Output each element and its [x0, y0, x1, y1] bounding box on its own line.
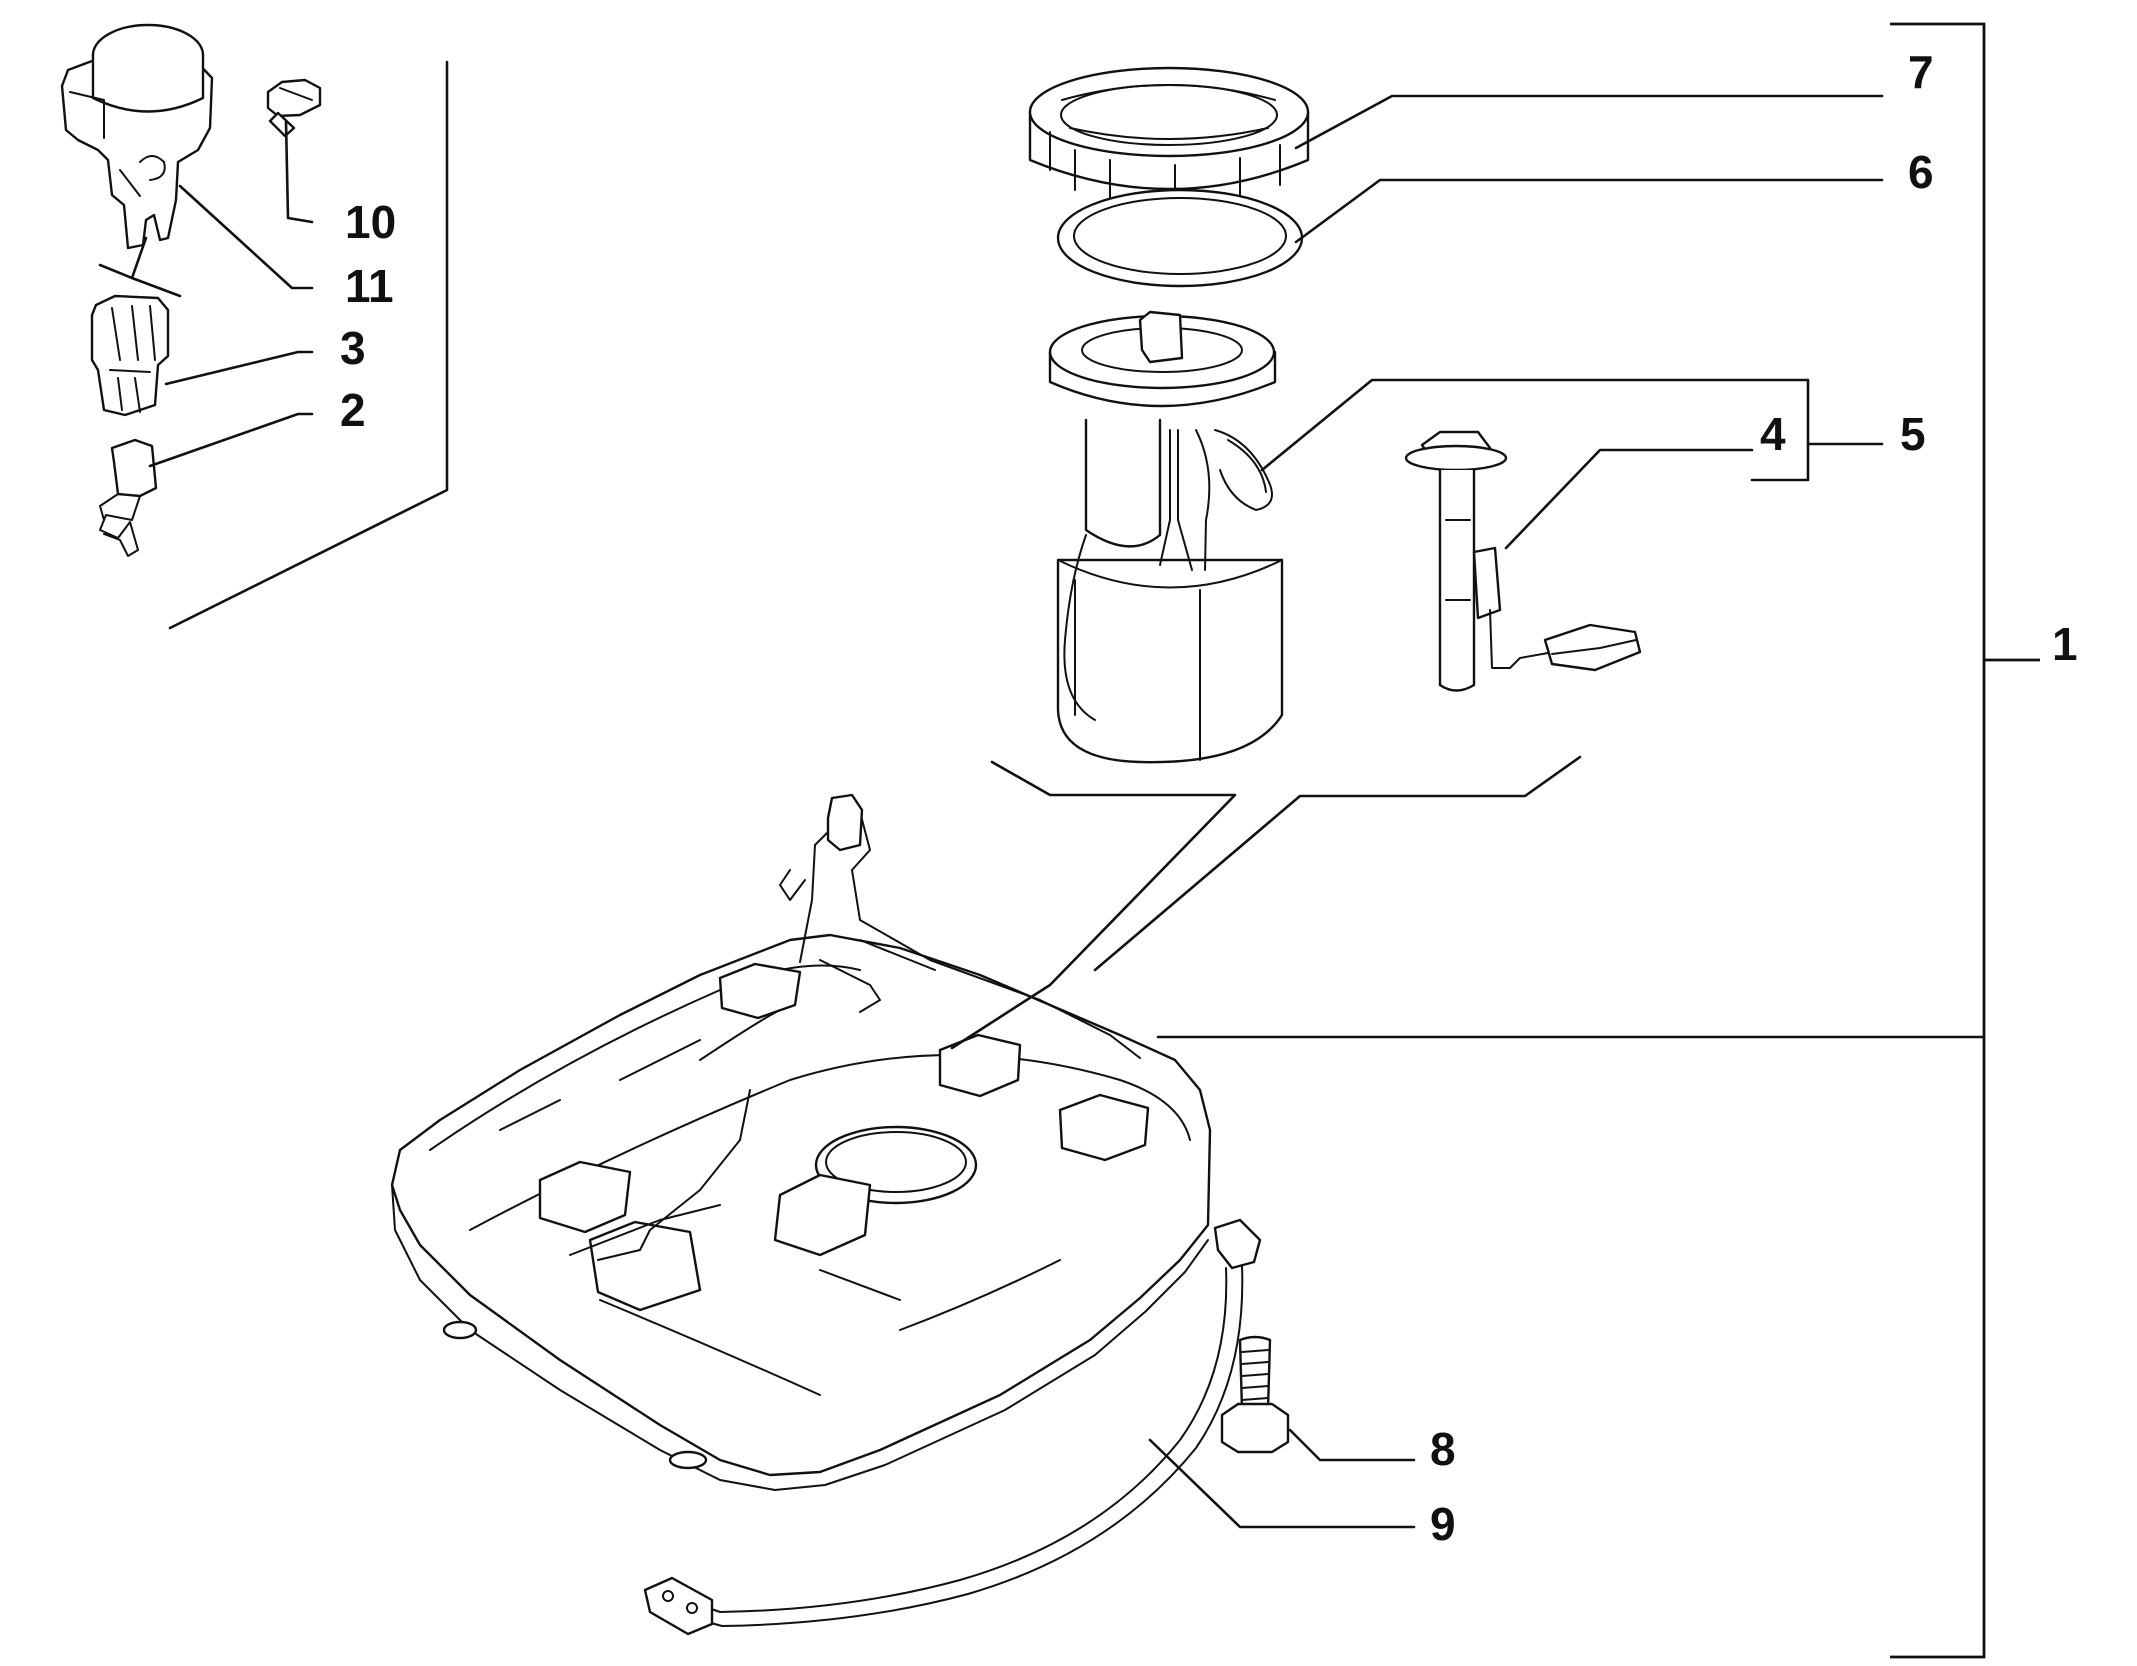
callout-1: 1 [2052, 618, 2078, 670]
callout-7: 7 [1908, 46, 1934, 98]
strap-part [643, 1218, 1262, 1636]
callout-4: 4 [1760, 408, 1786, 460]
callout-10: 10 [345, 196, 396, 248]
callout-5: 5 [1900, 408, 1926, 460]
callout-3: 3 [340, 322, 366, 374]
ring-nut-part [1028, 66, 1310, 207]
screw-part [266, 78, 322, 138]
assembly-bracket [1890, 22, 2040, 1659]
callout-6: 6 [1908, 146, 1934, 198]
callout-9: 9 [1430, 1498, 1456, 1550]
level-sender-part [1404, 430, 1642, 692]
inset-frame [168, 60, 449, 630]
gasket-part [1056, 188, 1304, 288]
callout-11: 11 [345, 260, 394, 312]
terminal-part [99, 438, 158, 557]
connector-part [90, 294, 170, 417]
bolt-part [1220, 1335, 1290, 1454]
fuel-pump-part [1048, 310, 1284, 764]
leader-lines [148, 94, 1986, 1529]
fuel-tank-part [390, 793, 1212, 1491]
callout-8: 8 [1430, 1423, 1456, 1475]
callout-2: 2 [340, 384, 366, 436]
relay-module-part [60, 23, 214, 250]
break-line [98, 236, 182, 298]
